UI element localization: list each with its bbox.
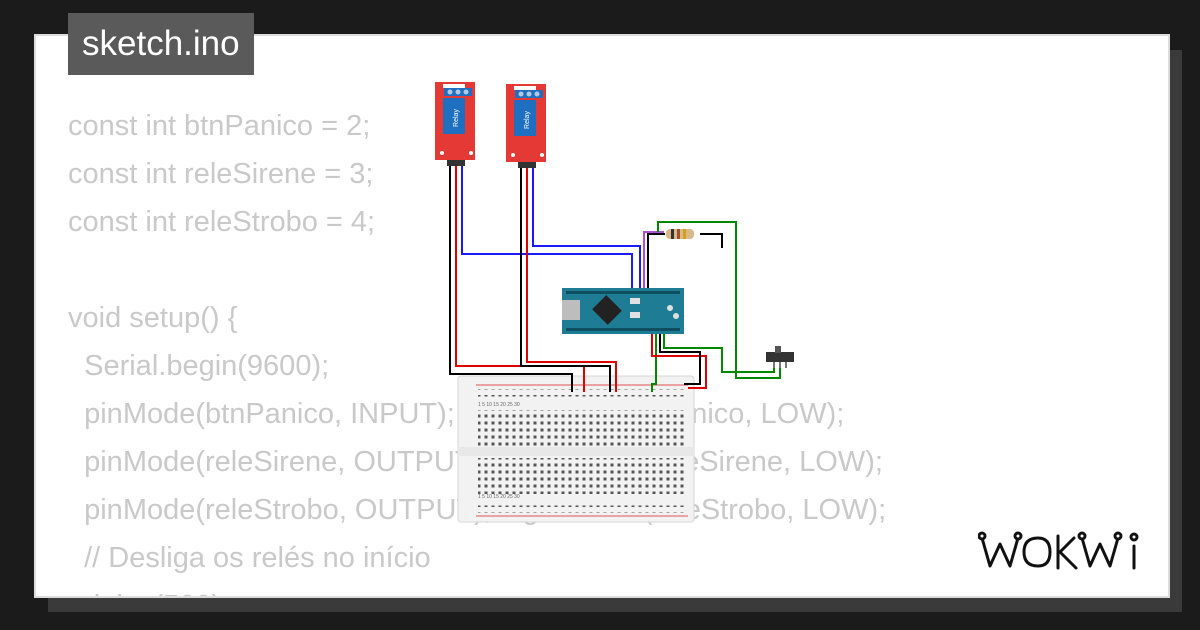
breadboard: 1 5 10 15 20 25 30 1 5 10 15 20 25 30 — [457, 375, 695, 523]
code-line: delay(500); — [68, 582, 886, 596]
relay-label: Relay — [524, 111, 531, 129]
slide-switch[interactable] — [766, 346, 794, 368]
wires — [449, 166, 781, 392]
filename-tag[interactable]: sketch.ino — [68, 13, 254, 75]
code-line: const int releSirene = 3; — [68, 158, 374, 190]
svg-text:1 5 10 15 20 25: 1 5 10 15 20 25 30 — [478, 494, 520, 500]
svg-text:1 5 10 15 20 25: 1 5 10 15 20 25 30 — [478, 402, 520, 408]
relay-label: Relay — [453, 109, 460, 127]
code-line: // Desliga os relés no início — [68, 542, 431, 574]
code-line: const int releStrobo = 4; — [68, 206, 376, 238]
code-line: Serial.begin(9600); — [68, 350, 330, 382]
code-listing: const int btnPanico = 2; const int releSi… — [68, 102, 886, 596]
relay-module-2[interactable]: Relay — [506, 84, 546, 168]
wokwi-logo — [978, 531, 1139, 570]
arduino-nano[interactable] — [562, 288, 684, 334]
resistor[interactable] — [666, 229, 694, 239]
code-line: const int btnPanico = 2; — [68, 110, 371, 142]
relay-module-1[interactable]: Relay — [435, 82, 475, 166]
code-line: void setup() { — [68, 302, 238, 334]
